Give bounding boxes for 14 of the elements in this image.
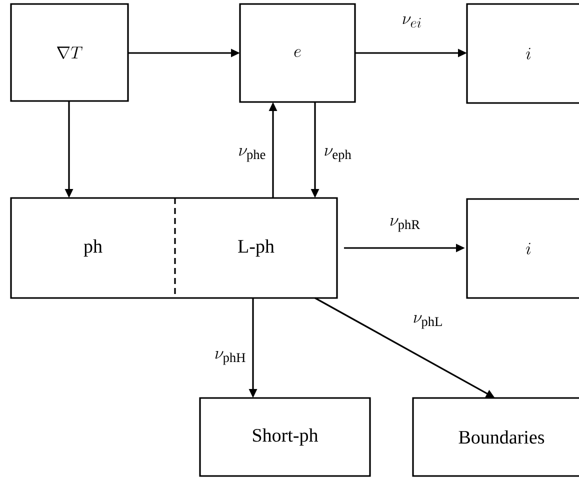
- process-box: Boundaries: [412, 397, 579, 477]
- edge-label: $\nu_{\mathrm{phH}}$: [215, 351, 246, 365]
- process-box: $\nabla T$: [10, 3, 129, 102]
- edge-label: $\nu_{\mathrm{phR}}$: [390, 218, 420, 232]
- process-box: Short-ph: [199, 397, 371, 477]
- process-box: $i$: [466, 198, 579, 299]
- process-box: $e$: [239, 3, 356, 103]
- edge-label: $\nu_{\mathrm{eph}}$: [324, 148, 352, 162]
- process-box: ph: [10, 197, 176, 299]
- edge-label: $\nu_{\mathrm{phe}}$: [239, 148, 266, 162]
- process-box: $i$: [466, 3, 579, 104]
- edge-label: $\nu_{\mathrm{phL}}$: [414, 315, 442, 329]
- edge-label: $\nu_{ei}$: [402, 16, 421, 28]
- process-box: L-ph: [175, 197, 338, 299]
